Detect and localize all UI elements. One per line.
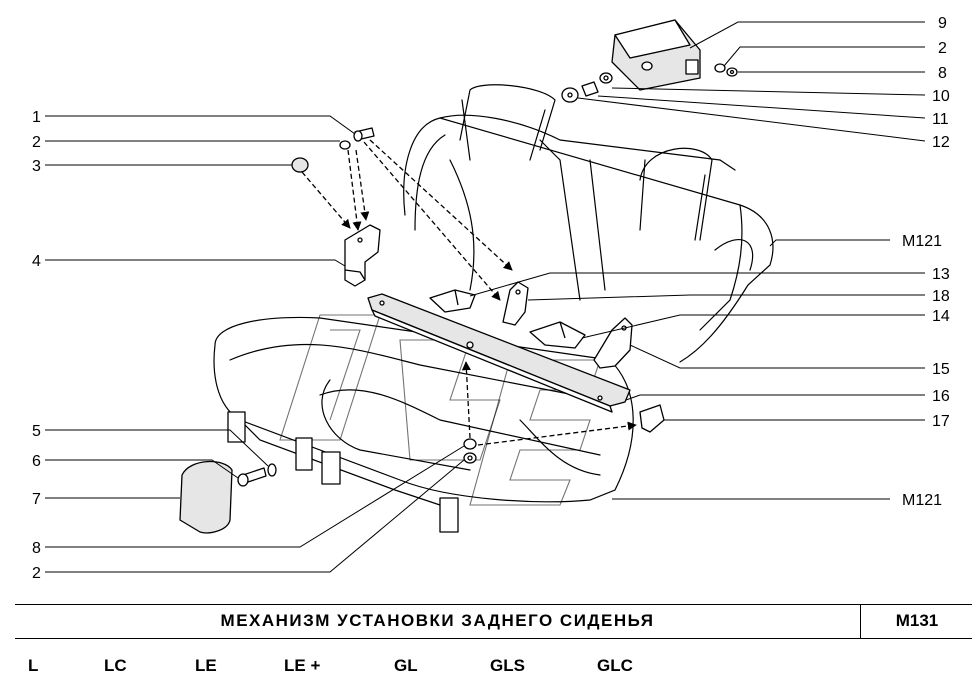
callout-2-top: 2 xyxy=(938,40,947,57)
title-divider xyxy=(860,604,861,638)
callout-12: 12 xyxy=(932,134,950,151)
spacer-10 xyxy=(599,72,613,84)
title-rule-bottom xyxy=(15,638,972,639)
parts-diagram: 1 2 3 4 5 6 7 8 2 9 2 8 10 11 12 M121 13… xyxy=(32,15,950,582)
cross-bar-16 xyxy=(367,293,631,413)
callout-3: 3 xyxy=(32,158,41,175)
callouts-left: 1 2 3 4 5 6 7 8 2 xyxy=(32,109,41,582)
diagram-title: МЕХАНИЗМ УСТАНОВКИ ЗАДНЕГО СИДЕНЬЯ xyxy=(220,611,655,630)
callout-2-bottom: 2 xyxy=(32,565,41,582)
callout-1: 1 xyxy=(32,109,41,126)
callout-17: 17 xyxy=(932,413,950,430)
variant-label: LC xyxy=(104,656,127,675)
hinge-bracket-9 xyxy=(611,19,701,91)
title-rule-top xyxy=(15,604,972,605)
floor-clips xyxy=(227,411,459,533)
trim-variants: L LC LE LE + GL GLS GLC xyxy=(0,652,977,682)
washer-12 xyxy=(561,87,579,103)
bracket-14 xyxy=(529,321,586,349)
nut-8-bottom xyxy=(463,438,477,450)
variant-label: L xyxy=(28,656,39,675)
callouts-right: 9 2 8 10 11 12 M121 13 18 14 15 16 17 M1… xyxy=(902,15,950,509)
cover-7 xyxy=(179,460,233,534)
bolt-1 xyxy=(353,127,375,142)
leader-lines xyxy=(45,21,926,573)
title-block: МЕХАНИЗМ УСТАНОВКИ ЗАДНЕГО СИДЕНЬЯ M131 xyxy=(0,604,977,640)
bracket-15 xyxy=(593,317,633,369)
callout-11: 11 xyxy=(932,111,949,128)
diagram-code: M131 xyxy=(895,611,939,630)
callout-18: 18 xyxy=(932,288,950,305)
callout-4: 4 xyxy=(32,253,41,270)
callout-8-top: 8 xyxy=(938,65,947,82)
washer-5 xyxy=(267,463,277,477)
callout-16: 16 xyxy=(932,388,950,405)
callout-13: 13 xyxy=(932,266,950,283)
variant-label: LE + xyxy=(284,656,321,675)
callout-10: 10 xyxy=(932,88,950,105)
bolt-11 xyxy=(581,81,599,97)
seat-back xyxy=(403,84,774,363)
callout-14: 14 xyxy=(932,308,950,325)
washer-2-left xyxy=(339,140,351,150)
bracket-18 xyxy=(502,281,529,326)
callout-2: 2 xyxy=(32,134,41,151)
callout-m121-top: M121 xyxy=(902,233,942,250)
bracket-4 xyxy=(344,224,381,287)
callout-7: 7 xyxy=(32,491,41,508)
callout-6: 6 xyxy=(32,453,41,470)
washer-2-bottom xyxy=(463,452,477,464)
nut-8-top xyxy=(726,67,738,77)
variant-label: LE xyxy=(195,656,217,675)
bracket-13 xyxy=(429,289,476,313)
bracket-17 xyxy=(639,404,665,433)
callout-15: 15 xyxy=(932,361,950,378)
washer-2-top xyxy=(714,63,726,73)
callout-m121-bottom: M121 xyxy=(902,492,942,509)
washer-3 xyxy=(291,157,309,173)
callout-8: 8 xyxy=(32,540,41,557)
callout-5: 5 xyxy=(32,423,41,440)
variant-label: GLC xyxy=(597,656,633,675)
variant-label: GLS xyxy=(490,656,525,675)
variant-label: GL xyxy=(394,656,418,675)
bolt-6 xyxy=(237,467,267,487)
callout-9: 9 xyxy=(938,15,947,32)
assembly-arrows xyxy=(301,139,637,446)
